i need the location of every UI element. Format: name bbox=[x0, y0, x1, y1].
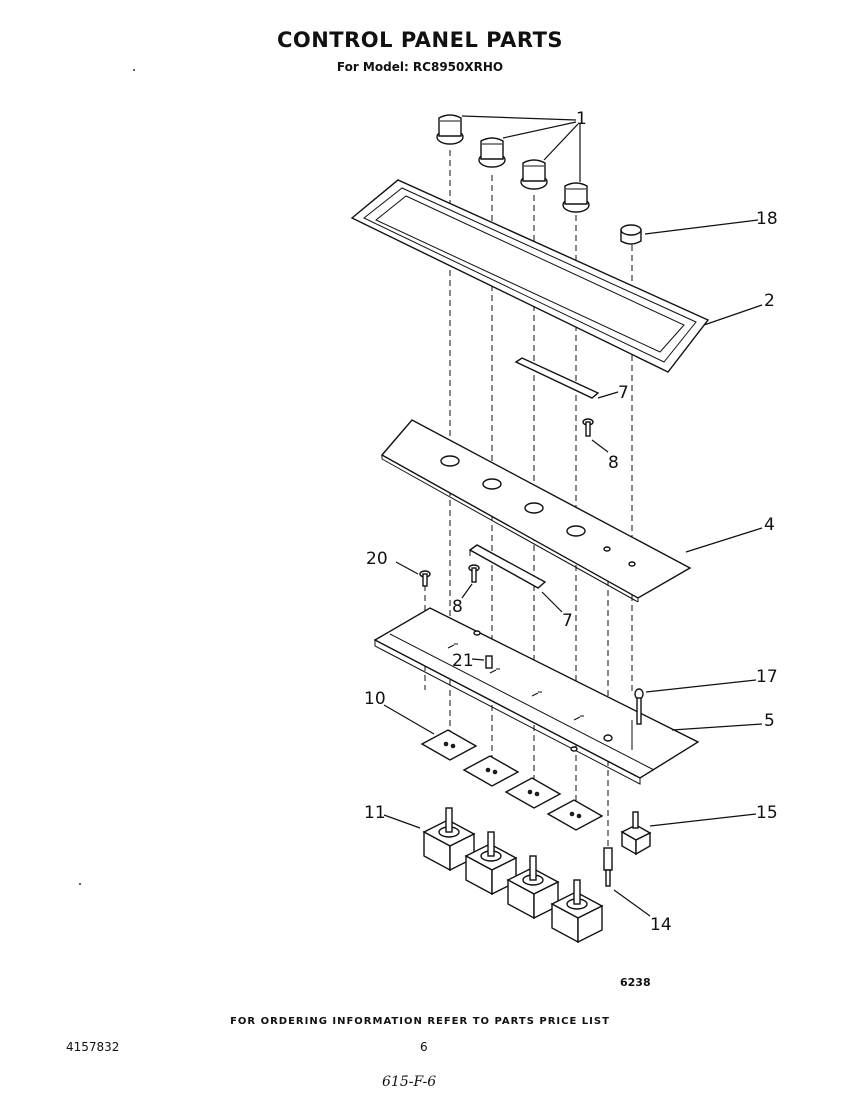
infinite-switch bbox=[422, 807, 476, 872]
selector-switch bbox=[620, 811, 652, 856]
callout-2: 2 bbox=[764, 291, 775, 311]
page-title: CONTROL PANEL PARTS bbox=[276, 28, 564, 52]
callout-15: 15 bbox=[756, 803, 778, 823]
model-line: For Model: RC8950XRHO bbox=[336, 60, 504, 74]
leader-lines bbox=[383, 115, 763, 917]
bracket-upper bbox=[514, 357, 600, 399]
callout-14: 14 bbox=[650, 915, 672, 935]
callout-8-lower: 8 bbox=[452, 597, 463, 617]
callout-7-lower: 7 bbox=[562, 611, 573, 631]
knob bbox=[520, 159, 548, 190]
screw-20 bbox=[419, 570, 431, 587]
terminal-17 bbox=[631, 688, 644, 750]
insulator-group bbox=[420, 729, 604, 831]
knob-group bbox=[436, 114, 590, 213]
callout-18: 18 bbox=[756, 209, 778, 229]
callout-8-upper: 8 bbox=[608, 453, 619, 473]
callout-1: 1 bbox=[576, 109, 587, 129]
knob bbox=[478, 137, 506, 168]
knob bbox=[562, 182, 590, 213]
indicator-light bbox=[603, 847, 613, 887]
clip-21 bbox=[485, 655, 493, 669]
figure-id: 6238 bbox=[620, 976, 651, 989]
callout-11: 11 bbox=[364, 803, 386, 823]
callout-labels: 1 18 2 7 8 4 20 8 7 21 17 10 5 11 15 14 bbox=[364, 109, 778, 935]
callout-17: 17 bbox=[756, 667, 778, 687]
callout-21: 21 bbox=[452, 651, 474, 671]
page-number: 6 bbox=[420, 1040, 428, 1054]
ordering-note: FOR ORDERING INFORMATION REFER TO PARTS … bbox=[230, 1016, 610, 1027]
panel-plate bbox=[380, 419, 692, 603]
callout-4: 4 bbox=[764, 515, 775, 535]
doc-number: 4157832 bbox=[66, 1040, 120, 1054]
trim-frame bbox=[350, 179, 710, 373]
screw-upper bbox=[582, 418, 594, 437]
screw-lower bbox=[468, 564, 480, 583]
callout-10: 10 bbox=[364, 689, 386, 709]
control-bracket bbox=[373, 607, 700, 785]
callout-7-upper: 7 bbox=[618, 383, 629, 403]
knob bbox=[436, 114, 464, 145]
infinite-switch bbox=[550, 879, 604, 944]
bracket-lower bbox=[468, 544, 547, 589]
callout-20: 20 bbox=[366, 549, 388, 569]
scan-specks bbox=[79, 69, 135, 885]
handwritten-note: 615-F-6 bbox=[382, 1074, 437, 1090]
switch-group bbox=[422, 807, 604, 944]
callout-5: 5 bbox=[764, 711, 775, 731]
small-knob bbox=[620, 224, 642, 245]
